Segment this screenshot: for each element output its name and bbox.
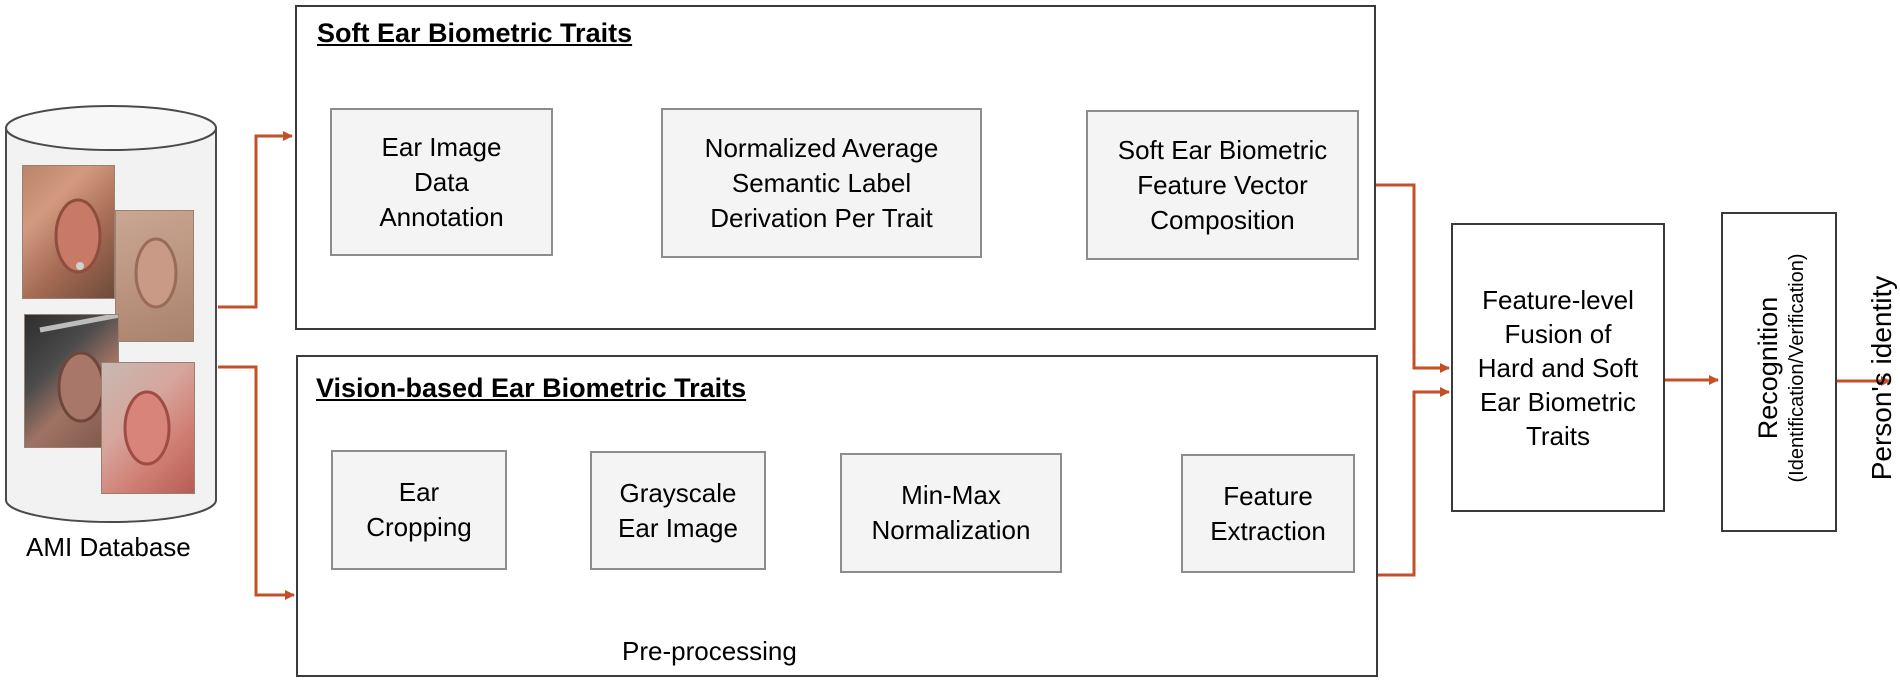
ear-photo-icon [115,210,194,342]
soft-traits-panel-title: Soft Ear Biometric Traits [317,18,633,48]
identity-label: Person's identity [1866,275,1897,481]
derivation-step: Normalized Average Semantic Label Deriva… [661,108,982,258]
vision-traits-panel-title: Vision-based Ear Biometric Traits [316,373,747,403]
arrow-soft-to-fusion [1376,183,1450,373]
database-label: AMI Database [26,532,191,562]
recognition-title: Recognition [1753,296,1783,440]
arrow-vision-to-fusion [1378,387,1450,577]
ear-photo-icon [22,165,115,299]
min-max-step: Min-Max Normalization [840,453,1062,573]
grayscale-step: Grayscale Ear Image [590,451,766,570]
fusion-box: Feature-level Fusion of Hard and Soft Ea… [1451,223,1665,512]
arrow-db-to-soft [218,131,293,309]
feature-extraction-step: Feature Extraction [1181,454,1355,573]
arrow-db-to-vision [218,365,295,600]
composition-step: Soft Ear Biometric Feature Vector Compos… [1086,110,1359,260]
ear-photo-icon [101,362,195,494]
ear-cropping-step: Ear Cropping [331,450,507,570]
annotation-step: Ear Image Data Annotation [330,108,553,256]
preprocessing-label: Pre-processing [622,636,797,666]
recognition-text: Recognition (Identification/Verification… [1752,218,1810,518]
recognition-box: Recognition (Identification/Verification… [1721,212,1837,532]
recognition-subtitle: (Identification/Verification) [1786,253,1808,483]
